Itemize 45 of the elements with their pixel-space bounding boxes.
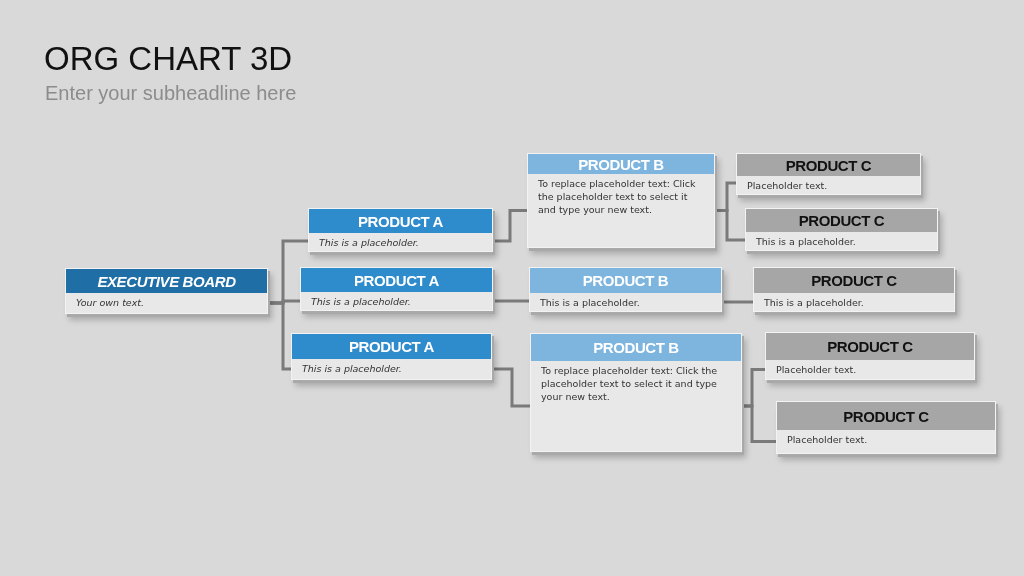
org-card [65, 268, 268, 314]
card-text: Placeholder text. [746, 179, 829, 193]
connector-line [268, 301, 291, 371]
card-title: PRODUCT B [530, 268, 721, 293]
title: ORG CHART 3D [44, 40, 293, 78]
card-text: This is a placeholder. [301, 362, 403, 376]
card-title: PRODUCT C [737, 154, 920, 176]
connector-line [742, 404, 776, 443]
card-text: This is a placeholder. [318, 236, 420, 250]
card-title: PRODUCT A [309, 209, 492, 233]
org-card [308, 208, 493, 252]
org-card [765, 332, 975, 380]
org-card [300, 267, 493, 311]
card-text: Placeholder text. [775, 363, 858, 377]
connector-line [715, 209, 745, 242]
org-card [736, 153, 921, 195]
card-title: PRODUCT C [746, 209, 937, 232]
card-text: This is a placeholder. [539, 296, 641, 310]
org-card [776, 401, 996, 454]
org-card [753, 267, 955, 312]
card-title: PRODUCT A [292, 334, 491, 359]
card-title: PRODUCT A [301, 268, 492, 292]
card-title: EXECUTIVE BOARD [66, 269, 267, 293]
connector-line [722, 300, 753, 304]
card-text: This is a placeholder. [755, 235, 857, 249]
org-card [527, 153, 715, 248]
org-card [291, 333, 492, 380]
card-title: PRODUCT C [766, 333, 974, 360]
card-text: Placeholder text. [786, 433, 869, 447]
org-card [529, 267, 722, 312]
card-text: Your own text. [75, 296, 146, 310]
connector-line [493, 209, 527, 243]
connector-line [492, 367, 530, 408]
card-text: To replace placeholder text: Click the placeholder text to select it and type your new text. [540, 364, 719, 404]
card-text: This is a placeholder. [310, 295, 412, 309]
org-card [530, 333, 742, 452]
card-title: PRODUCT B [531, 334, 741, 361]
card-title: PRODUCT B [528, 154, 714, 174]
card-text: To replace placeholder text: Click the placeholder text to select it and type your new text. [537, 177, 697, 217]
card-title: PRODUCT C [777, 402, 995, 430]
connector-line [493, 299, 529, 303]
card-text: This is a placeholder. [763, 296, 865, 310]
card-title: PRODUCT C [754, 268, 954, 293]
subtitle: Enter your subheadline here [45, 82, 297, 105]
org-card [745, 208, 938, 251]
